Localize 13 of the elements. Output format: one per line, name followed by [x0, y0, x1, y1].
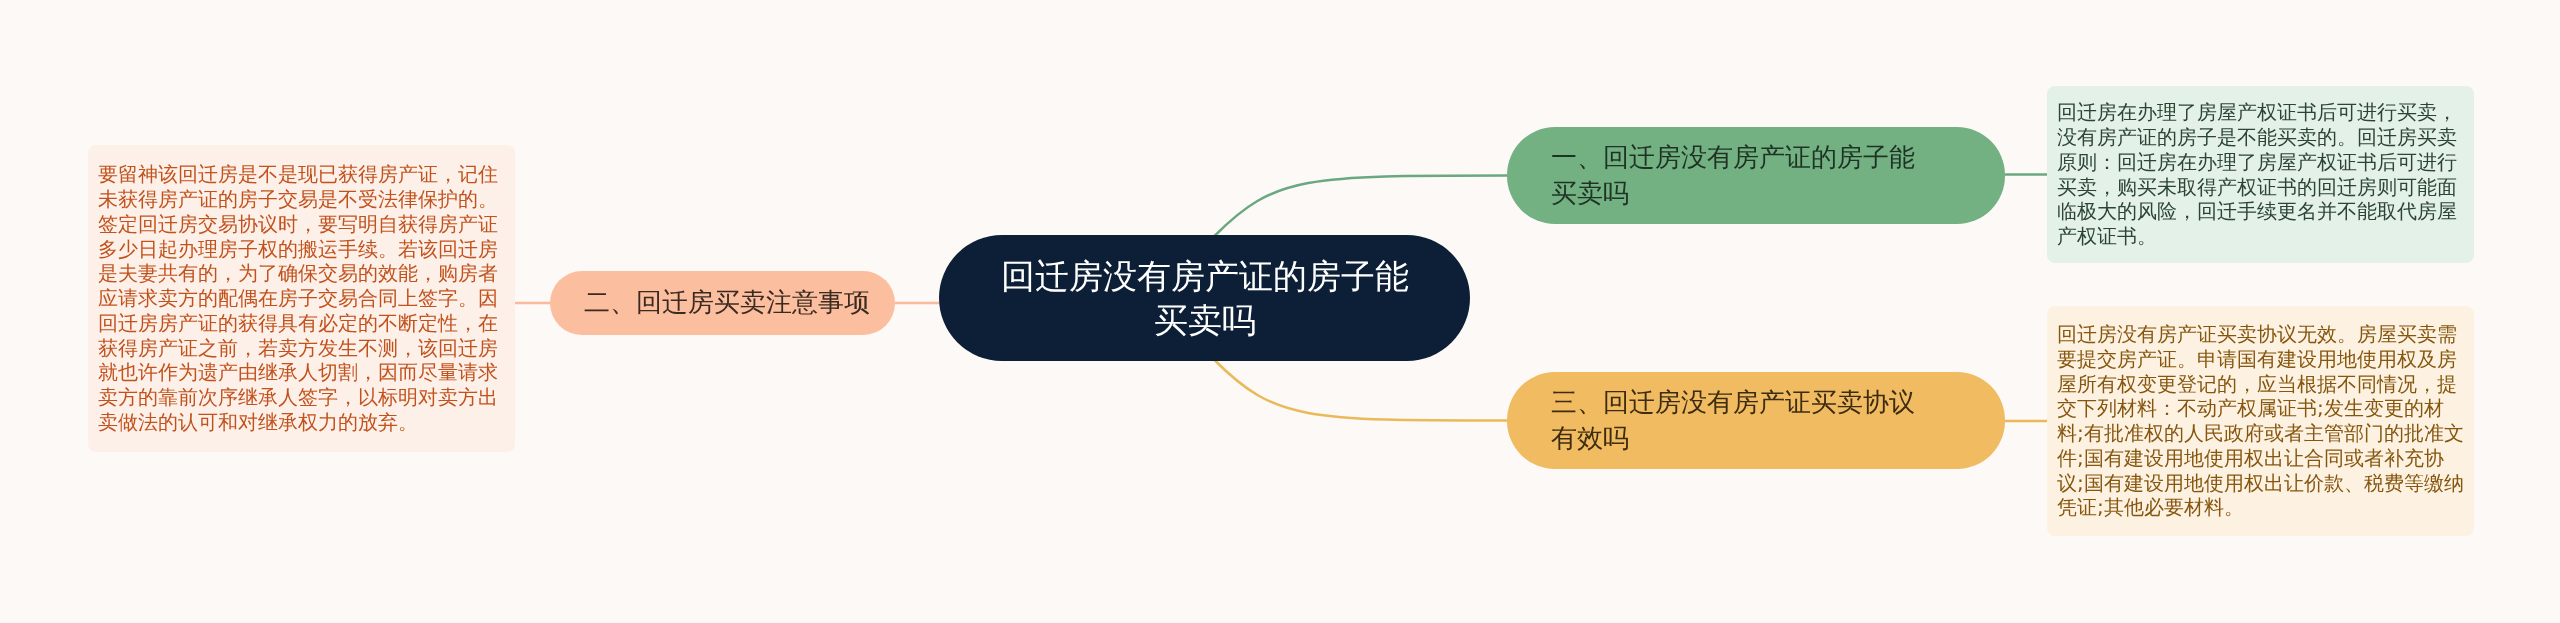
connector-line: [895, 301, 939, 305]
branch-box: 一、回迁房没有房产证的房子能买卖吗: [1507, 127, 2005, 224]
note-box: 要留神该回迁房是不是现已获得房产证，记住未获得房产证的房子交易是不受法律保护的。签定回迁房交易协议时，要写明自获得房产证多少日起办理房子权的搬运手续。若该回迁房是夫妻共有的，为了确保交易的效能，购房者应请求卖方的配偶在房子交易合同上签字。因回迁房房产证的获得具有必定的不断定性，在获得房产证之前，若卖方发生不测，该回迁房就也许作为遗产由继承人切割，因而尽量请求卖方的靠前次序继承人签字，以标明对卖方出卖做法的认可和对继承权力的放弃。: [88, 145, 515, 452]
connector-line: [1213, 359, 1507, 422]
connector-line: [2005, 419, 2047, 423]
topic-box: 回迁房没有房产证的房子能买卖吗: [939, 235, 1470, 361]
connector-line: [1213, 174, 1507, 237]
connector-line: [515, 301, 550, 305]
branch-box: 二、回迁房买卖注意事项: [550, 271, 895, 335]
connector-line: [2005, 173, 2047, 176]
note-box: 回迁房没有房产证买卖协议无效。房屋买卖需要提交房产证。申请国有建设用地使用权及房屋所有权变更登记的，应当根据不同情况，提交下列材料：不动产权属证书;发生变更的材料;有批准权的人民政府或者主管部门的批准文件;国有建设用地使用权出让合同或者补充协议;国有建设用地使用权出让价款、税费等缴纳凭证;其他必要材料。: [2047, 306, 2474, 536]
branch-box: 三、回迁房没有房产证买卖协议有效吗: [1507, 372, 2005, 469]
note-box: 回迁房在办理了房屋产权证书后可进行买卖，没有房产证的房子是不能买卖的。回迁房买卖原则：回迁房在办理了房屋产权证书后可进行买卖，购买未取得产权证书的回迁房则可能面临极大的风险，回迁手续更名并不能取代房屋产权证书。: [2047, 86, 2474, 263]
